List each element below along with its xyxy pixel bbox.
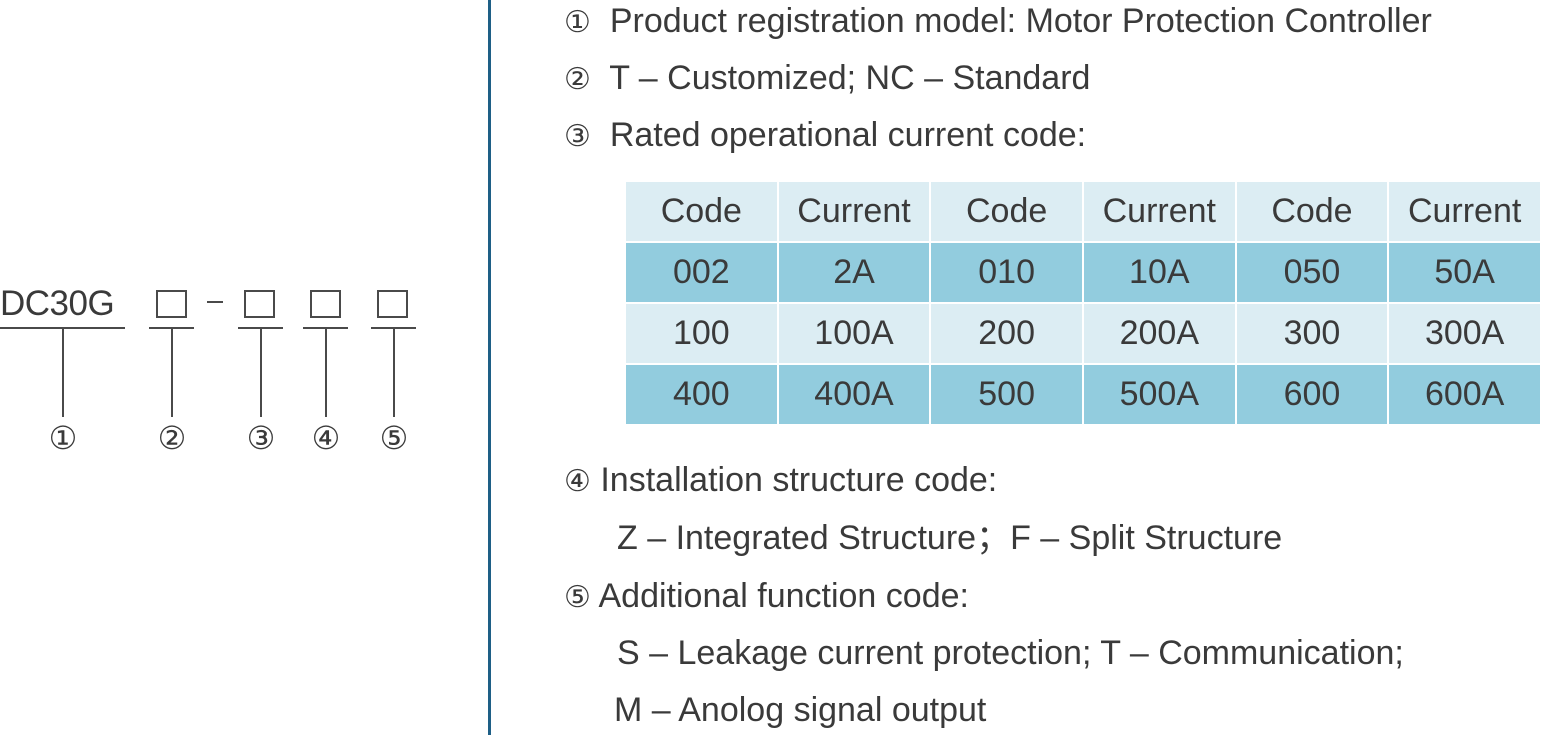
code-box-5 [377, 290, 408, 318]
leader-line-2 [171, 327, 173, 417]
legend-marker-3: ③ [564, 119, 591, 154]
legend-item-5: ⑤ Additional function code: [564, 576, 969, 618]
table-cell: 100 [624, 302, 779, 365]
legend-text-1: Product registration model: Motor Protec… [609, 2, 1432, 40]
legend-marker-4: ④ [564, 464, 591, 499]
table-cell: 400A [776, 363, 932, 426]
leader-line-5 [393, 327, 395, 417]
table-cell: 10A [1081, 241, 1237, 304]
table-cell: 050 [1234, 241, 1390, 304]
table-cell: 600 [1234, 363, 1390, 426]
legend-detail-5a: S – Leakage current protection; T – Comm… [617, 634, 1404, 672]
table-cell: 200A [1081, 302, 1237, 365]
legend-marker-2: ② [564, 62, 591, 97]
table-header-cell: Current [776, 180, 932, 243]
position-label-1: ① [48, 419, 78, 457]
table-cell: 2A [776, 241, 932, 304]
code-box-3 [244, 290, 275, 318]
table-header-cell: Code [929, 180, 1084, 243]
vertical-divider [488, 0, 491, 735]
table-cell: 100A [776, 302, 932, 365]
leader-line-3 [260, 327, 262, 417]
legend-text-3: Rated operational current code: [609, 116, 1087, 154]
position-label-2: ② [157, 419, 187, 457]
table-header-cell: Current [1081, 180, 1237, 243]
legend-detail-5b: M – Anolog signal output [614, 691, 987, 729]
table-cell: 400 [624, 363, 779, 426]
table-cell: 300A [1387, 302, 1542, 365]
table-cell: 200 [929, 302, 1084, 365]
code-box-4 [310, 290, 341, 318]
model-prefix: DC30G [0, 284, 115, 323]
legend-item-4: ④ Installation structure code: [564, 460, 997, 502]
legend-detail-4: Z – Integrated Structure；F – Split Struc… [617, 519, 1283, 557]
legend-text-4: Installation structure code: [600, 461, 998, 499]
leader-line-1 [62, 327, 64, 417]
legend-marker-1: ① [564, 5, 591, 40]
position-label-4: ④ [311, 419, 341, 457]
table-header-cell: Code [624, 180, 779, 243]
table-cell: 500 [929, 363, 1084, 426]
table-row: 400 400A 500 500A 600 600A [624, 363, 1542, 426]
legend-text-2: T – Customized; NC – Standard [609, 59, 1091, 97]
legend-item-3: ③ Rated operational current code: [564, 115, 1086, 157]
table-header-row: Code Current Code Current Code Current [624, 180, 1542, 243]
leader-line-4 [325, 327, 327, 417]
current-code-table: Code Current Code Current Code Current 0… [624, 180, 1542, 426]
table-cell: 600A [1387, 363, 1542, 426]
legend-text-5: Additional function code: [598, 577, 969, 615]
code-box-2 [156, 290, 187, 318]
position-label-3: ③ [246, 419, 276, 457]
legend-marker-5: ⑤ [564, 580, 591, 615]
table-row: 100 100A 200 200A 300 300A [624, 302, 1542, 365]
legend-item-2: ② T – Customized; NC – Standard [564, 58, 1090, 100]
table-header-cell: Current [1387, 180, 1542, 243]
table-cell: 50A [1387, 241, 1542, 304]
table-cell: 300 [1234, 302, 1390, 365]
position-label-5: ⑤ [379, 419, 409, 457]
table-row: 002 2A 010 10A 050 50A [624, 241, 1542, 304]
model-code-diagram: DC30G ① ② ③ ④ ⑤ [0, 0, 480, 735]
table-cell: 500A [1081, 363, 1237, 426]
table-header-cell: Code [1234, 180, 1390, 243]
table-cell: 002 [624, 241, 779, 304]
table-cell: 010 [929, 241, 1084, 304]
model-dash [207, 301, 223, 303]
legend-item-1: ① Product registration model: Motor Prot… [564, 1, 1432, 43]
